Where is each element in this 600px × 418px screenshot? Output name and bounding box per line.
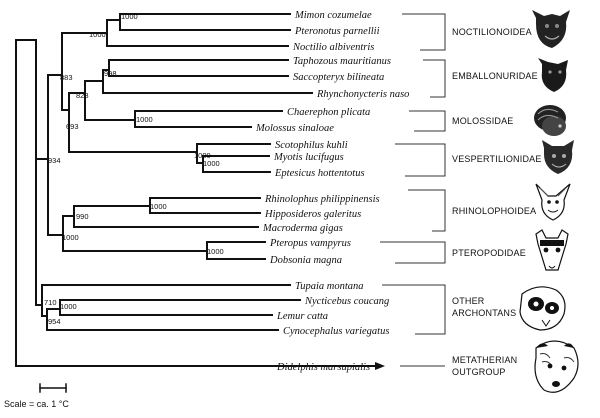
group-label-outgroup: OUTGROUP: [452, 367, 506, 377]
group-label-metatherian: METATHERIAN: [452, 355, 517, 365]
bat-head-icon: [534, 105, 566, 136]
taxon-label: Myotis lucifugus: [273, 152, 344, 163]
bootstrap-label: 1000: [89, 30, 106, 39]
outgroup-arrow-icon: [375, 362, 385, 370]
taxon-label: Dobsonia magna: [269, 255, 342, 266]
taxon-label: Tupaia montana: [295, 281, 364, 292]
taxon-label: Mimon cozumelae: [294, 10, 372, 21]
group-label-vespertilionidae: VESPERTILIONIDAE: [452, 154, 542, 164]
taxon-label: Pteropus vampyrus: [269, 238, 351, 249]
bootstrap-label: 934: [48, 156, 61, 165]
bootstrap-label: 1000: [203, 159, 220, 168]
taxon-label: Rhinolophus philippinensis: [264, 194, 380, 205]
group-label-rhinolophoidea: RHINOLOPHOIDEA: [452, 206, 536, 216]
scale-label: Scale = ca. 1 °C: [4, 399, 69, 409]
taxon-label: Noctilio albiventris: [292, 42, 374, 53]
group-label-other-archontans: ARCHONTANS: [452, 308, 516, 318]
bat-head-icon: [535, 183, 571, 221]
bat-head-icon: [538, 58, 568, 92]
taxon-label: Lemur catta: [276, 311, 328, 322]
group-label-pteropodidae: PTEROPODIDAE: [452, 248, 526, 258]
taxon-label: Eptesicus hottentotus: [274, 168, 365, 179]
taxon-label: Nycticebus coucang: [304, 296, 389, 307]
group-label-emballonuridae: EMBALLONURIDAE: [452, 71, 538, 81]
bootstrap-label: 710: [44, 298, 57, 307]
taxon-label: Saccopteryx bilineata: [293, 72, 384, 83]
bootstrap-label: 1000: [207, 247, 224, 256]
group-label-other-archontans: OTHER: [452, 296, 485, 306]
tree-branches: [15, 13, 376, 367]
group-labels: NOCTILIONOIDEA EMBALLONURIDAE MOLOSSIDAE…: [452, 27, 542, 377]
taxon-label: Hipposideros galeritus: [264, 209, 361, 220]
bootstrap-label: 1000: [194, 151, 211, 160]
taxon-label: Molossus sinaloae: [255, 123, 334, 134]
bootstrap-label: 693: [66, 122, 79, 131]
taxon-label: Didelphis marsupialis: [276, 362, 370, 373]
group-brackets: [380, 13, 446, 367]
taxon-labels: Mimon cozumelae Pteronotus parnellii Noc…: [255, 10, 409, 373]
taxon-label: Rhynchonycteris naso: [316, 89, 409, 100]
bat-head-icon: [542, 140, 574, 174]
scale-bar: Scale = ca. 1 °C: [4, 383, 69, 409]
lemur-head-icon: [519, 286, 566, 331]
taxon-label: Taphozous mauritianus: [293, 56, 391, 67]
group-label-molossidae: MOLOSSIDAE: [452, 116, 514, 126]
bootstrap-label: 1000: [136, 115, 153, 124]
opossum-head-icon: [534, 340, 579, 393]
taxon-label: Pteronotus parnellii: [294, 26, 380, 37]
bootstrap-label: 1000: [60, 302, 77, 311]
bat-head-icon: [532, 10, 570, 48]
bootstrap-label: 1000: [150, 202, 167, 211]
bootstrap-label: 1000: [121, 12, 138, 21]
taxon-label: Chaerephon plicata: [287, 107, 370, 118]
bootstrap-label: 998: [104, 69, 117, 78]
bootstrap-label: 883: [60, 73, 73, 82]
bootstrap-label: 828: [76, 91, 89, 100]
taxon-label: Macroderma gigas: [262, 223, 343, 234]
bootstrap-label: 990: [76, 212, 89, 221]
group-label-noctilionoidea: NOCTILIONOIDEA: [452, 27, 532, 37]
fruit-bat-head-icon: [535, 229, 569, 271]
bootstrap-label: 954: [48, 317, 61, 326]
taxon-label: Scotophilus kuhli: [275, 140, 348, 151]
animal-icons: [519, 10, 579, 393]
taxon-label: Cynocephalus variegatus: [283, 326, 389, 337]
bootstrap-label: 1000: [62, 233, 79, 242]
bootstrap-values: 1000 1000 998 828 883 1000 693 1000 1000…: [44, 12, 224, 326]
